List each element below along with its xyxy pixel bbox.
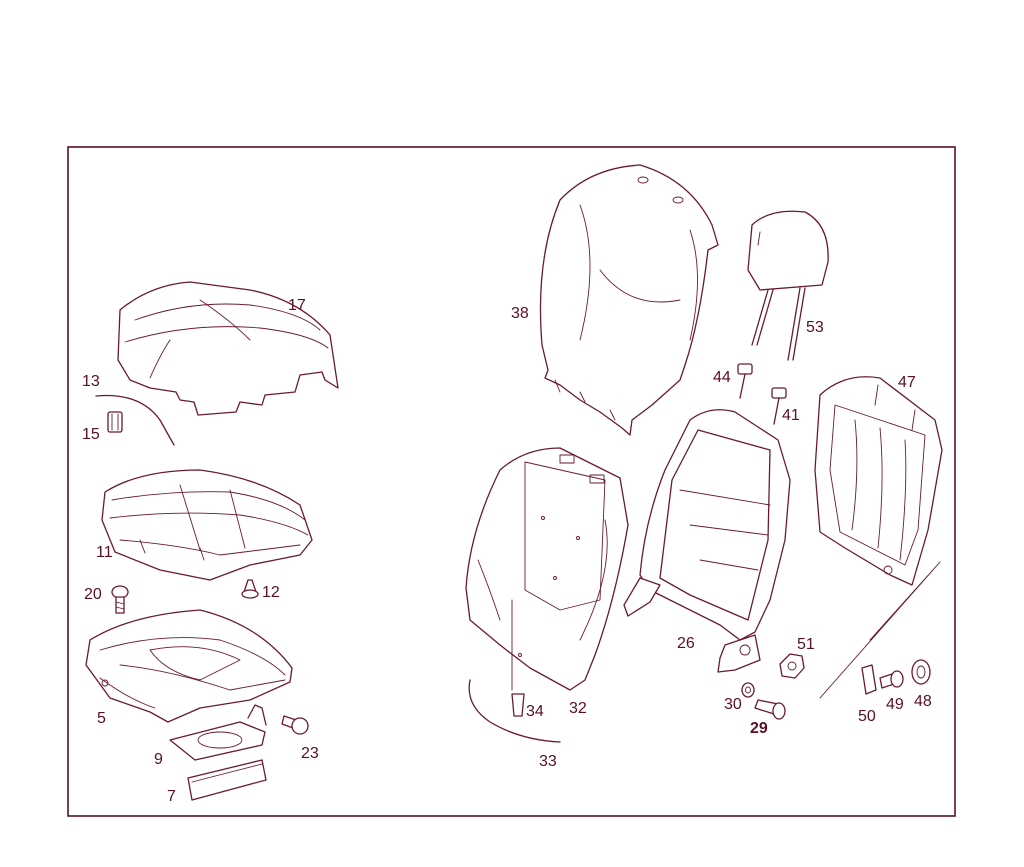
seat-cushion-cover — [117, 281, 339, 416]
part-label-15: 15 — [82, 426, 100, 443]
screw-20 — [111, 585, 129, 614]
wire-33 — [468, 679, 561, 743]
part-label-44: 44 — [713, 369, 731, 386]
part-label-50: 50 — [858, 708, 876, 725]
headrest — [747, 210, 829, 361]
backrest-rear-panel — [814, 376, 943, 586]
part-label-26: 26 — [677, 635, 695, 652]
backrest-pad — [465, 447, 629, 691]
backrest-cover — [539, 164, 719, 436]
bracket-7 — [187, 759, 267, 801]
part-label-41: 41 — [782, 407, 800, 424]
part-label-30: 30 — [724, 696, 742, 713]
leader-lines-47 — [819, 561, 941, 699]
part-label-34: 34 — [526, 703, 544, 720]
seat-cushion-pad — [101, 469, 313, 581]
part-label-23: 23 — [301, 745, 319, 762]
diagram-frame — [67, 146, 956, 817]
part-label-53: 53 — [806, 319, 824, 336]
backrest-frame — [623, 409, 791, 673]
part-label-38: 38 — [511, 305, 529, 322]
part-label-11: 11 — [96, 544, 113, 561]
part-label-17: 17 — [288, 297, 306, 314]
seat-frame — [85, 609, 293, 723]
part-label-12: 12 — [262, 584, 280, 601]
part-label-9: 9 — [154, 751, 163, 768]
washer-30 — [741, 682, 755, 698]
part-label-33: 33 — [539, 753, 557, 770]
clip-50 — [861, 664, 877, 695]
screw-23 — [281, 715, 309, 735]
clip-12 — [241, 579, 259, 599]
part-label-20: 20 — [84, 586, 102, 603]
part-label-47: 47 — [898, 374, 916, 391]
plate-9 — [169, 704, 267, 761]
wire-13 — [95, 394, 175, 446]
headrest-guide-41 — [771, 387, 787, 425]
part-label-48: 48 — [914, 693, 932, 710]
part-label-29: 29 — [750, 720, 768, 737]
part-label-49: 49 — [886, 696, 904, 713]
nut-51 — [779, 653, 805, 679]
clip-34 — [511, 599, 525, 717]
part-label-32: 32 — [569, 700, 587, 717]
bolt-29 — [754, 699, 786, 720]
part-label-13: 13 — [82, 373, 100, 390]
part-label-5: 5 — [97, 710, 106, 727]
grommet-48 — [911, 659, 931, 685]
part-label-7: 7 — [167, 788, 176, 805]
headrest-guide-44 — [737, 363, 753, 399]
part-label-51: 51 — [797, 636, 815, 653]
clip-15 — [107, 411, 123, 433]
screw-49 — [879, 670, 904, 689]
